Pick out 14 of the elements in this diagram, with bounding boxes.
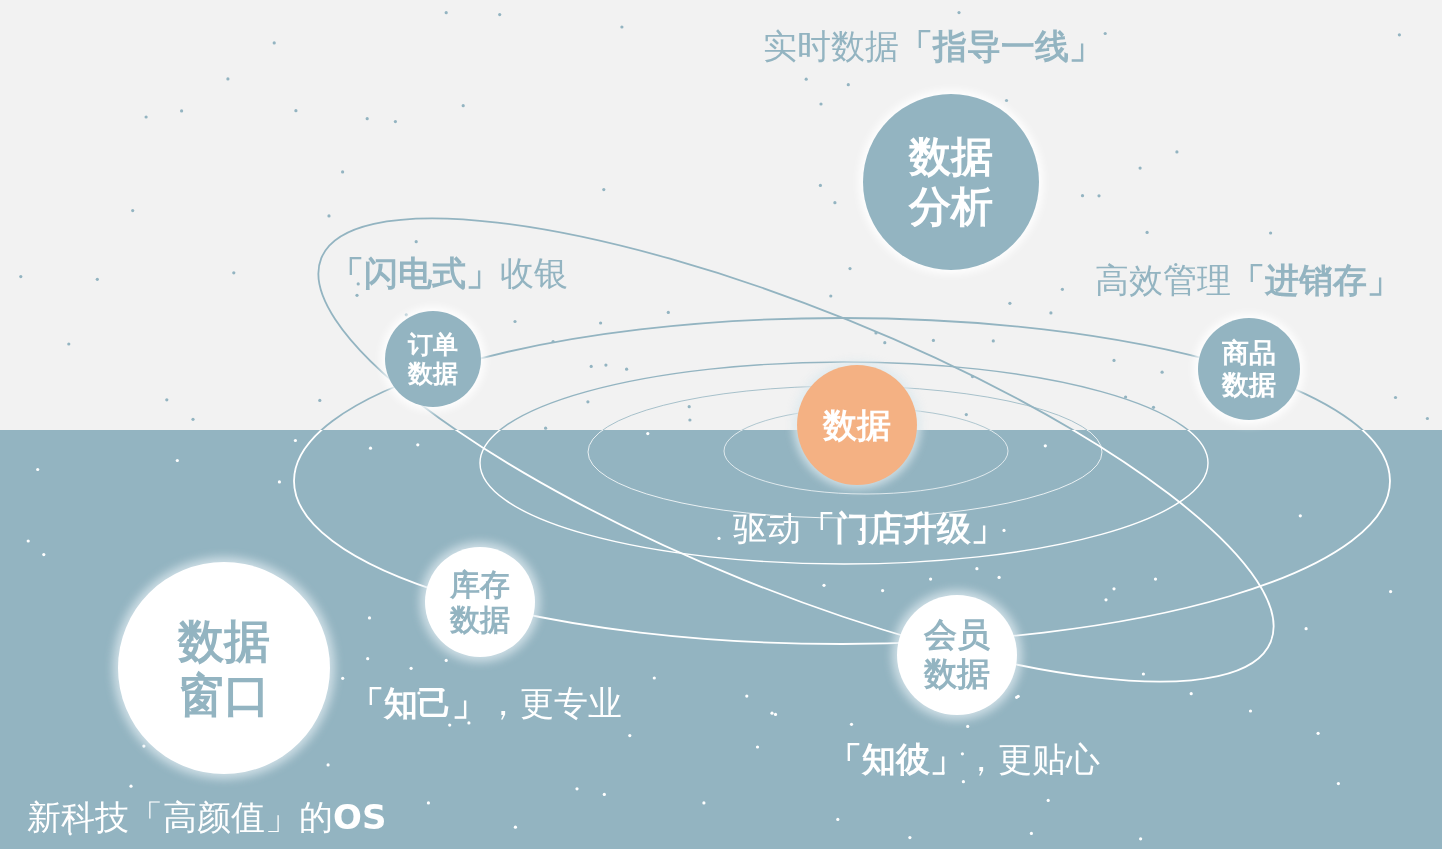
- node-label: 商品数据: [1220, 337, 1277, 401]
- caption-text: 「闪电式」收银: [330, 253, 568, 294]
- caption-text: 驱动「门店升级」: [733, 508, 1005, 549]
- caption-text: 「知己」，更专业: [350, 683, 622, 724]
- node-label: 库存数据: [448, 566, 511, 638]
- node-label: 会员数据: [922, 616, 991, 694]
- node-label: 数据窗口: [176, 613, 271, 723]
- circle-node: [797, 365, 917, 485]
- node-label: 数据: [821, 404, 892, 446]
- node-label: 订单数据: [406, 329, 459, 389]
- caption-text: 高效管理「进销存」: [1095, 260, 1401, 301]
- caption-text: 实时数据「指导一线」: [763, 26, 1103, 67]
- caption-text: 新科技「高颜值」的OS: [27, 797, 387, 838]
- node-label: 数据分析: [907, 132, 994, 232]
